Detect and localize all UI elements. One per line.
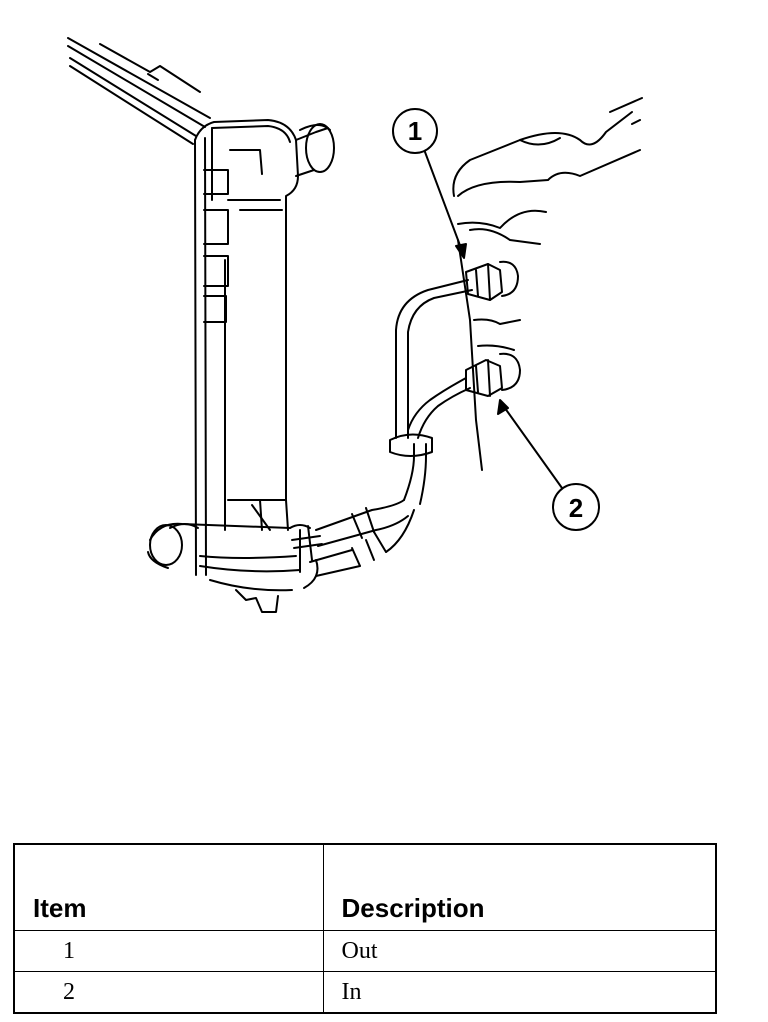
legend-header-row: Item Description: [13, 843, 717, 931]
callout-1-label: 1: [408, 116, 422, 146]
callout-2-leader: [501, 403, 563, 489]
callout-2-circle: [552, 483, 600, 531]
fitting-1: [465, 260, 519, 301]
radiator-filler-neck: [295, 123, 335, 177]
legend-row: 1 Out: [13, 930, 717, 972]
callout-1: [392, 108, 467, 259]
callout-2: [497, 399, 600, 531]
legend-table: Item Description 1 Out 2 In: [13, 843, 717, 1014]
callout-1-circle: [392, 108, 438, 154]
transmission-case: [452, 97, 643, 471]
legend-row: 2 In: [13, 971, 717, 1014]
legend-item-number: 2: [13, 971, 324, 1014]
callout-2-label: 2: [569, 493, 583, 523]
legend-item-description: In: [322, 971, 717, 1014]
cooler-steel-tubes: [389, 279, 473, 505]
radiator-top-rail: [67, 37, 211, 145]
lower-cooler-hose: [309, 499, 415, 577]
line-drawing: 1 2: [67, 37, 643, 613]
radiator-side-tank: [194, 119, 299, 576]
item-column-header: Item: [13, 843, 324, 931]
fitting-2: [465, 352, 521, 397]
callout-1-leader: [424, 151, 465, 257]
description-column-header: Description: [322, 843, 717, 931]
legend-item-description: Out: [322, 930, 717, 972]
radiator-bottom-hoses: [147, 522, 323, 613]
radiator-cooler-line-illustration: 1 2: [67, 37, 643, 613]
legend-item-number: 1: [13, 930, 324, 972]
